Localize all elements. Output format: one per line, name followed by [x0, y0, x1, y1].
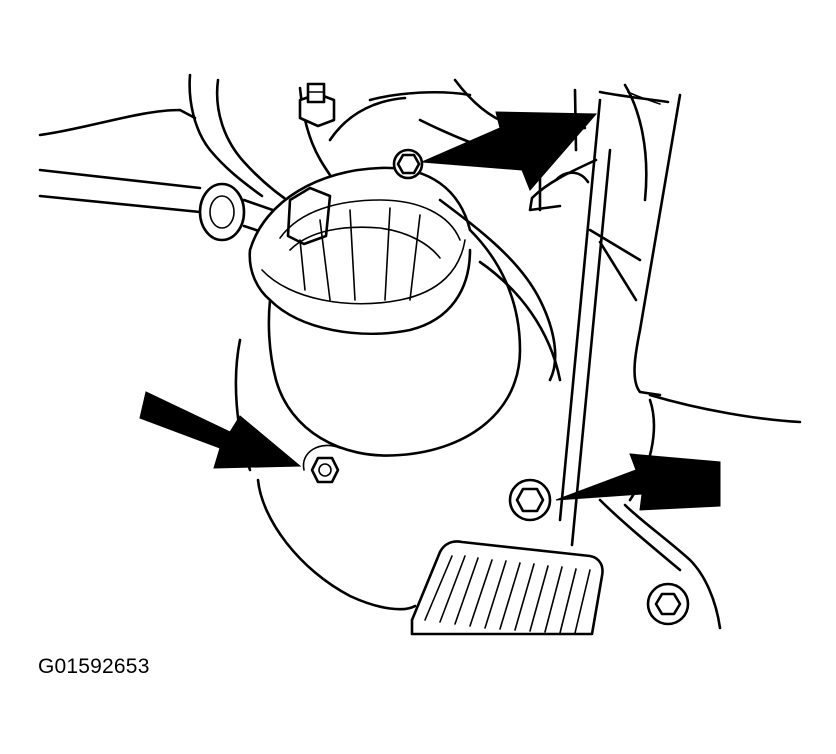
- accelerator-pedal: [410, 540, 604, 636]
- arrow-lower-left-callout: [139, 391, 302, 469]
- arrow-upper-callout: [421, 111, 598, 191]
- arrow-lower-right-callout: [555, 453, 721, 511]
- top-stud: [298, 82, 336, 128]
- shift-cable: [38, 168, 292, 242]
- pedal-boot: [248, 96, 557, 457]
- pedal-bracket: [528, 98, 722, 630]
- pedal-pivot-bolt: [646, 582, 690, 626]
- figure-id-label: G01592653: [38, 655, 150, 678]
- fastener-lower-left: [302, 444, 341, 484]
- fastener-lower-right: [508, 478, 552, 522]
- fastener-upper: [392, 148, 424, 180]
